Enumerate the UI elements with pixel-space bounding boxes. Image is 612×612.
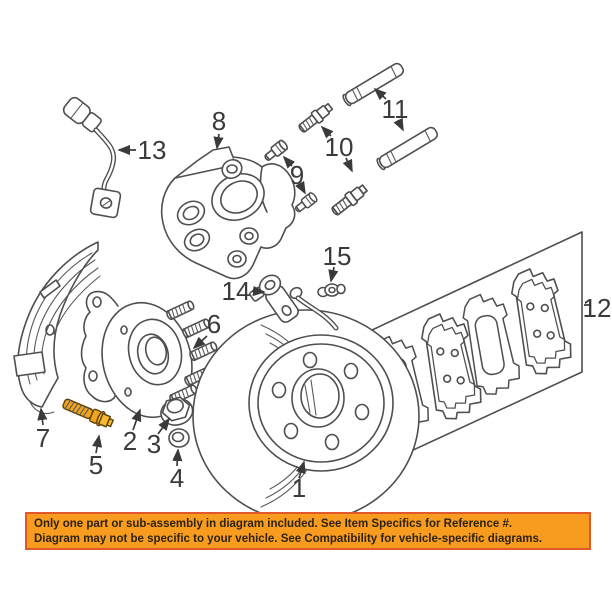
callout-5: 5 (89, 450, 103, 480)
callout-12: 12 (583, 293, 612, 323)
part-13-brake-hose (62, 96, 122, 219)
callout-14: 14 (222, 276, 251, 306)
callout-10: 10 (325, 132, 354, 162)
notice-banner: Only one part or sub-assembly in diagram… (25, 512, 591, 550)
part-5-highlighted-bolt (62, 398, 114, 428)
part-15-retainer-clip (317, 283, 346, 298)
notice-line-2: Diagram may not be specific to your vehi… (34, 533, 543, 545)
callout-4: 4 (170, 463, 184, 493)
notice-line-1: Only one part or sub-assembly in diagram… (34, 518, 513, 530)
callout-2: 2 (123, 426, 137, 456)
callout-8: 8 (212, 106, 226, 136)
callout-arrows (37, 87, 590, 479)
callout-15: 15 (323, 241, 352, 271)
part-7-splash-shield (13, 241, 101, 415)
callout-9: 9 (290, 160, 304, 190)
part-1-brake-rotor (192, 309, 420, 523)
callout-11: 11 (382, 94, 409, 124)
callout-1: 1 (292, 473, 306, 503)
callout-6: 6 (207, 309, 221, 339)
part-14-abs-sensor (249, 274, 339, 331)
callout-7: 7 (36, 423, 50, 453)
part-4-cap-nut (168, 428, 190, 448)
part-2-hub-assembly (80, 290, 219, 419)
part-8-brake-caliper (160, 146, 296, 280)
callout-3: 3 (147, 429, 161, 459)
callout-13: 13 (138, 135, 167, 165)
